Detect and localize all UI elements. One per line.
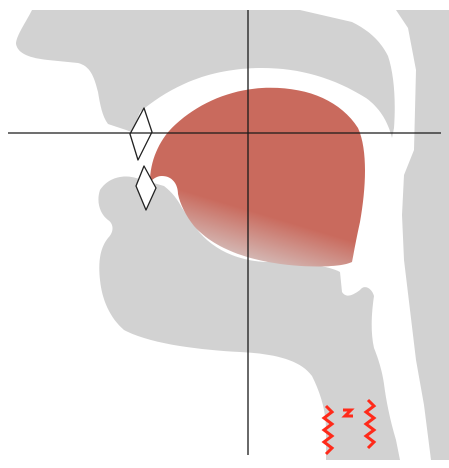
midsagittal-vowel-diagram	[0, 0, 449, 468]
